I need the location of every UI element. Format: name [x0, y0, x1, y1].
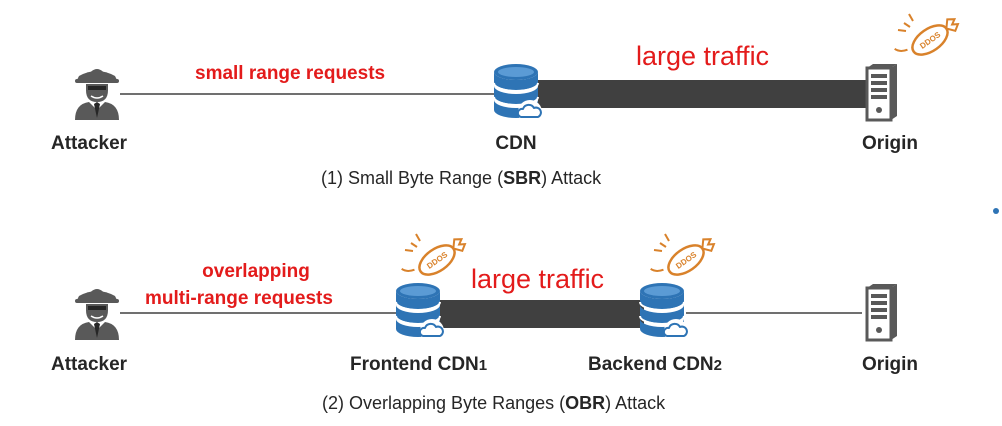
p1-caption: (1) Small Byte Range (SBR) Attack [321, 168, 602, 188]
p2-caption-acronym: OBR [565, 393, 606, 413]
p2-backend-cdn-database-icon [639, 282, 689, 344]
p1-traffic-bar [538, 80, 870, 108]
p2-traffic-bar [440, 300, 644, 328]
p2-request-label-line2: multi-range requests [145, 288, 333, 309]
p2-backend-subscript: 2 [713, 357, 722, 374]
p1-origin-server-icon [865, 62, 899, 122]
p2-traffic-label: large traffic [471, 264, 605, 294]
p1-origin-label: Origin [862, 133, 918, 154]
p2-frontend-ddos-bomb-icon: DDOS [400, 229, 471, 290]
p1-attacker-label: Attacker [51, 133, 128, 154]
p2-backend-ddos-bomb-icon: DDOS [649, 229, 720, 290]
p1-cdn-database-icon [493, 63, 543, 125]
p2-frontend-subscript: 1 [478, 357, 488, 374]
p2-attacker-icon [74, 288, 120, 341]
p2-origin-server-icon [865, 282, 899, 342]
p2-origin-label: Origin [862, 354, 918, 375]
p2-frontend-cdn-label: Frontend CDN1 [350, 354, 488, 375]
p1-attacker-icon [74, 68, 120, 121]
p2-request-label-line1: overlapping [202, 261, 310, 282]
p1-traffic-label: large traffic [636, 41, 770, 71]
p1-cdn-label: CDN [495, 133, 537, 154]
p2-caption: (2) Overlapping Byte Ranges (OBR) Attack [322, 393, 666, 413]
p2-backend-cdn-label: Backend CDN2 [588, 354, 722, 375]
p1-ddos-bomb-icon: DDOS [893, 9, 964, 70]
edge-dot [993, 208, 999, 214]
p1-caption-acronym: SBR [503, 168, 542, 188]
p1-request-label: small range requests [195, 63, 386, 84]
p2-frontend-cdn-database-icon [395, 282, 445, 344]
p2-attacker-label: Attacker [51, 354, 128, 375]
